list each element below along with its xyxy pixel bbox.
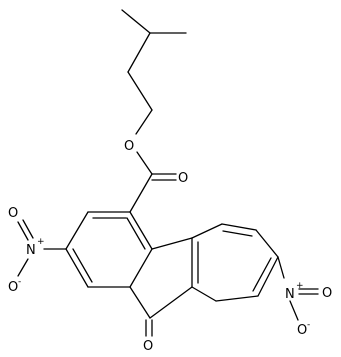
left-nitro-group: N + O O - (8, 206, 67, 295)
bond (126, 217, 146, 250)
bond (129, 248, 153, 288)
bond (72, 248, 93, 283)
ester-group: O O (124, 139, 188, 213)
bond (136, 151, 153, 175)
left-nitro-nitrogen-label: N (26, 243, 36, 258)
bond (65, 248, 89, 288)
right-nitro-oxygen-minus-label: O (297, 323, 307, 338)
isopentyl-chain (121, 9, 187, 135)
bond (17, 258, 29, 277)
five-membered-ring: O (129, 237, 193, 354)
bond (129, 173, 153, 213)
bond (215, 295, 259, 302)
bond (127, 71, 153, 111)
right-nitro-oxygen-label: O (322, 286, 332, 301)
bond (191, 223, 223, 239)
bond (255, 229, 279, 258)
bond (222, 230, 253, 237)
ketone-oxygen-label: O (143, 339, 153, 354)
left-nitro-oxygen-minus-label: O (8, 280, 18, 295)
left-benzene-ring (65, 211, 153, 288)
bond (129, 286, 151, 319)
right-nitro-plus-charge: + (296, 281, 304, 291)
bond (17, 221, 29, 241)
bond (252, 257, 272, 292)
bond (22, 219, 34, 239)
bond (191, 286, 217, 302)
bond (135, 109, 153, 135)
left-nitro-minus-charge: - (18, 277, 21, 287)
bond (221, 223, 257, 231)
right-benzene-ring (191, 223, 279, 302)
ester-oxygen-label: O (124, 139, 134, 154)
bond (149, 286, 193, 319)
right-nitro-nitrogen-label: N (285, 287, 295, 302)
bond (129, 211, 153, 250)
bond (151, 237, 193, 250)
bond (65, 211, 89, 250)
bond (277, 256, 285, 279)
bond (289, 300, 299, 321)
right-nitro-group: N + O O - (277, 256, 332, 338)
ester-carbonyl-oxygen-label: O (178, 171, 188, 186)
left-nitro-oxygen-label: O (8, 206, 18, 221)
bond (121, 9, 151, 34)
bond (257, 256, 279, 297)
left-nitro-plus-charge: + (37, 237, 45, 247)
bond (127, 32, 151, 73)
right-nitro-minus-charge: - (307, 320, 310, 330)
